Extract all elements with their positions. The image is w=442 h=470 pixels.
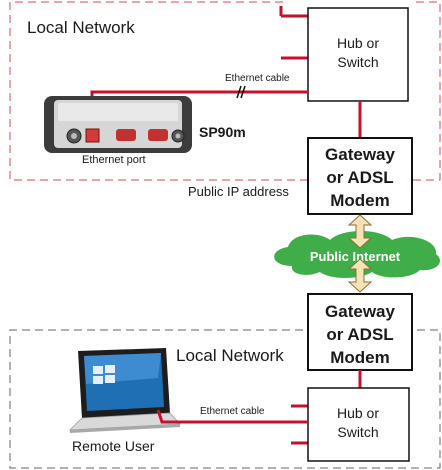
bottom-ethernet-cable [156,409,308,424]
top-gateway: Gateway or ADSL Modem [307,137,413,215]
gnss-receiver-icon [44,96,192,153]
receiver-name: SP90m [199,124,246,140]
bottom-zone-border [9,329,441,469]
top-cable-label: Ethernet cable [225,73,290,84]
top-gateway-line2: or ADSL [326,168,393,187]
top-zone-border [9,1,441,181]
bottom-gateway-line1: Gateway [325,302,395,321]
top-hub-line1: Hub or [337,35,379,51]
bottom-gateway-line3: Modem [330,348,390,367]
bottom-hub-line2: Switch [337,424,378,440]
cable-break-mark [236,85,242,99]
laptop-icon [68,348,181,433]
top-hub-line2: Switch [337,54,378,70]
double-arrow-top [347,214,373,249]
cable-break-mark [240,85,246,99]
public-ip-label: Public IP address [188,184,289,199]
ethernet-port-label: Ethernet port [82,154,146,166]
bottom-gateway-line2: or ADSL [326,325,393,344]
cloud-icon [274,231,441,278]
bottom-zone-label: Local Network [176,346,284,365]
bottom-cable-label: Ethernet cable [200,406,265,417]
double-arrow-bottom [347,258,373,293]
bottom-gateway: Gateway or ADSL Modem [307,293,413,371]
top-hub: Hub or Switch [279,6,409,102]
cloud-label: Public Internet [310,249,401,264]
top-gateway-line1: Gateway [325,145,395,164]
bottom-hub: Hub or Switch [291,387,410,462]
top-gateway-line3: Modem [330,191,390,210]
ethernet-port [85,128,100,143]
bottom-hub-line1: Hub or [337,405,379,421]
top-zone-label: Local Network [27,18,135,37]
remote-user-label: Remote User [72,438,155,454]
